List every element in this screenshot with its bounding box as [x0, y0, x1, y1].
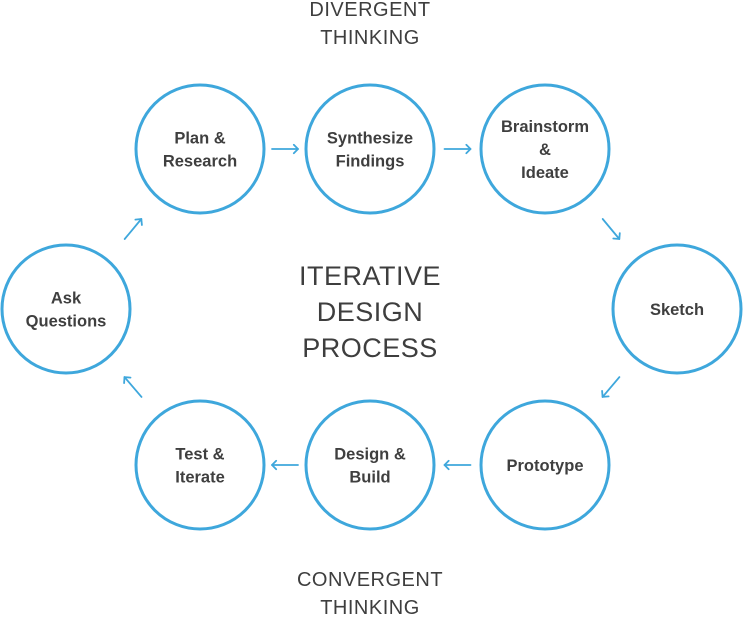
caption-line: CONVERGENT: [296, 569, 444, 591]
arrow-head: [601, 389, 610, 398]
node-label: Iterate: [175, 469, 225, 487]
node-label: Sketch: [650, 301, 704, 319]
node-label: Brainstorm: [501, 118, 589, 136]
node-label: Synthesize: [327, 130, 413, 148]
node-label: Test &: [175, 446, 224, 464]
arrow-sketch-to-prototype: [601, 376, 621, 398]
arrow-synthesize-findings-to-brainstorm-ideate: [443, 143, 472, 155]
node-test-iterate: Test & Iterate: [134, 399, 266, 531]
node-label: Ask: [51, 290, 82, 308]
diagram-title: ITERATIVE DESIGN PROCESS: [250, 258, 490, 366]
node-design-build: Design & Build: [304, 399, 436, 531]
node-label: &: [539, 141, 551, 159]
node-prototype: Prototype: [479, 399, 611, 531]
node-label: Findings: [336, 153, 405, 171]
title-line: DESIGN: [316, 297, 424, 327]
node-label: Prototype: [506, 457, 583, 475]
node-circle: [304, 399, 436, 531]
node-sketch: Sketch: [611, 243, 743, 375]
node-plan-research: Plan & Research: [134, 83, 266, 215]
arrow-test-iterate-to-ask-questions: [123, 376, 143, 398]
arrow-shaft: [601, 218, 621, 240]
arrow-head: [612, 232, 621, 240]
node-label: Plan &: [174, 130, 225, 148]
caption-line: DIVERGENT: [309, 0, 431, 21]
title-line: PROCESS: [302, 333, 438, 363]
node-circle: [479, 399, 611, 531]
arrow-ask-questions-to-plan-research: [123, 218, 143, 240]
arrow-head: [271, 459, 278, 471]
node-label: Questions: [26, 313, 107, 331]
node-brainstorm-ideate: Brainstorm & Ideate: [479, 83, 611, 215]
node-label: Design &: [334, 446, 406, 464]
title-line: ITERATIVE: [298, 261, 442, 291]
arrow-shaft: [601, 376, 621, 398]
arrow-shaft: [123, 376, 143, 398]
node-label: Build: [349, 469, 390, 487]
edges-layer: [123, 143, 621, 471]
arrow-head: [465, 143, 472, 155]
node-circle: [134, 399, 266, 531]
arrow-shaft: [123, 218, 143, 240]
node-circle: [134, 83, 266, 215]
arrow-head: [292, 143, 299, 155]
node-circle: [611, 243, 743, 375]
node-label: Ideate: [521, 164, 569, 182]
node-label: Research: [163, 153, 237, 171]
arrow-plan-research-to-synthesize-findings: [271, 143, 299, 155]
arrow-design-build-to-test-iterate: [271, 459, 299, 471]
arrow-prototype-to-design-build: [443, 459, 472, 471]
caption-line: THINKING: [320, 597, 420, 619]
convergent-thinking-caption: CONVERGENT THINKING: [0, 566, 740, 622]
divergent-thinking-caption: DIVERGENT THINKING: [0, 0, 740, 52]
node-circle: [0, 243, 132, 375]
caption-line: THINKING: [320, 27, 420, 49]
arrow-brainstorm-ideate-to-sketch: [601, 218, 621, 240]
arrow-head: [443, 459, 450, 471]
node-circle: [479, 83, 611, 215]
arrow-head: [134, 218, 143, 226]
node-circle: [304, 83, 436, 215]
arrow-head: [123, 376, 132, 385]
